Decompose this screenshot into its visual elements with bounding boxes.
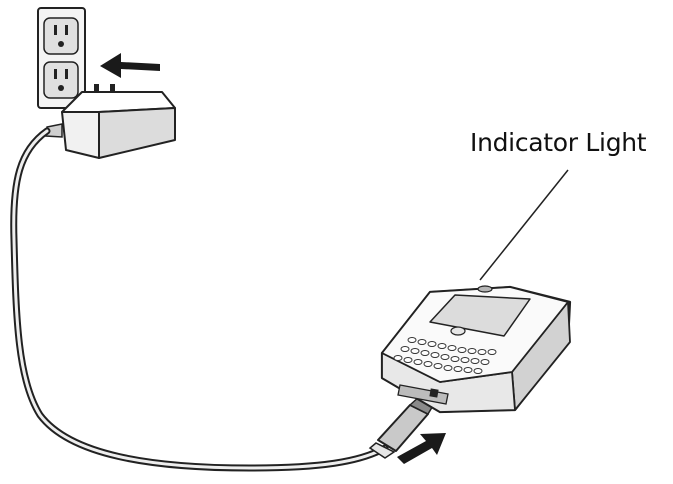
insert-arrow-icon xyxy=(397,433,446,464)
indicator-light-label: Indicator Light xyxy=(470,128,647,157)
wall-outlet-icon xyxy=(37,7,86,109)
insert-arrow-icon xyxy=(100,53,160,78)
charging-cable-icon xyxy=(10,127,389,472)
callout-leader-line xyxy=(479,169,569,281)
smartphone-icon xyxy=(380,285,572,414)
ac-adapter-icon xyxy=(45,84,176,159)
